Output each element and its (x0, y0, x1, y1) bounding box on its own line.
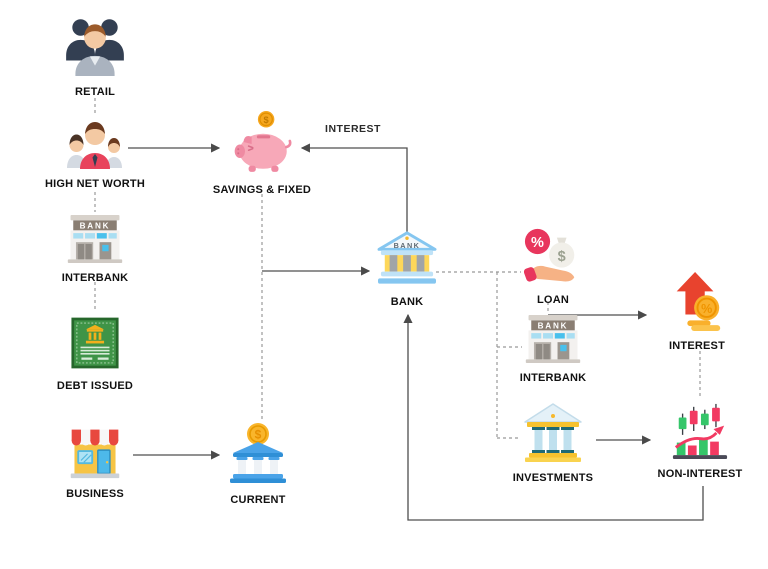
node-high-net-worth: HIGH NET WORTH (30, 118, 160, 190)
node-current: $ CURRENT (193, 422, 323, 506)
interest-growth-icon: % (668, 270, 726, 337)
bank-dollar-icon: $ (226, 422, 290, 491)
node-non-interest: NON-INTEREST (635, 402, 765, 480)
node-label: SAVINGS & FIXED (212, 184, 312, 196)
node-loan: $ % LOAN (488, 226, 618, 306)
node-label: BUSINESS (66, 488, 124, 500)
node-label: LOAN (537, 294, 569, 306)
node-interbank-left: BANK INTERBANK (30, 214, 160, 284)
node-retail: RETAIL (30, 12, 160, 98)
candlestick-chart-icon (669, 402, 731, 465)
node-label: BANK (390, 296, 424, 308)
columns-building-icon (521, 402, 585, 469)
svg-text:%: % (701, 302, 712, 316)
node-business: BUSINESS (30, 424, 160, 500)
node-interbank-right: BANK INTERBANK (488, 314, 618, 384)
svg-text:$: $ (255, 428, 262, 442)
node-label: CURRENT (230, 494, 286, 506)
node-label: HIGH NET WORTH (45, 178, 145, 190)
svg-text:%: % (531, 235, 544, 251)
piggy-bank-icon: $ (229, 110, 295, 181)
node-label: INVESTMENTS (512, 472, 594, 484)
node-label: NON-INTEREST (657, 468, 743, 480)
node-label: INTEREST (669, 340, 725, 352)
node-interest: % INTEREST (632, 270, 762, 352)
node-label: INTERBANK (519, 372, 587, 384)
svg-text:BANK: BANK (394, 241, 421, 250)
bank-building-icon: BANK (66, 214, 124, 269)
svg-text:BANK: BANK (80, 222, 111, 231)
bond-certificate-icon (66, 314, 124, 377)
classical-bank-icon: BANK (376, 230, 438, 293)
node-investments: INVESTMENTS (488, 402, 618, 484)
family-icon (63, 118, 127, 175)
node-bank: BANK BANK (342, 230, 472, 308)
storefront-icon (65, 424, 125, 485)
node-debt-issued: DEBT ISSUED (30, 314, 160, 392)
node-label: INTERBANK (61, 272, 129, 284)
bank-building-icon: BANK (524, 314, 582, 369)
svg-text:$: $ (558, 249, 566, 265)
people-group-icon (62, 12, 128, 83)
node-label: DEBT ISSUED (56, 380, 134, 392)
svg-text:$: $ (264, 115, 270, 125)
node-label: RETAIL (74, 86, 116, 98)
node-savings-fixed: $ SAVINGS & FIXED (197, 110, 327, 196)
loan-hand-icon: $ % (522, 226, 584, 291)
edge-label-interest: INTEREST (325, 123, 381, 135)
svg-text:BANK: BANK (538, 322, 569, 331)
